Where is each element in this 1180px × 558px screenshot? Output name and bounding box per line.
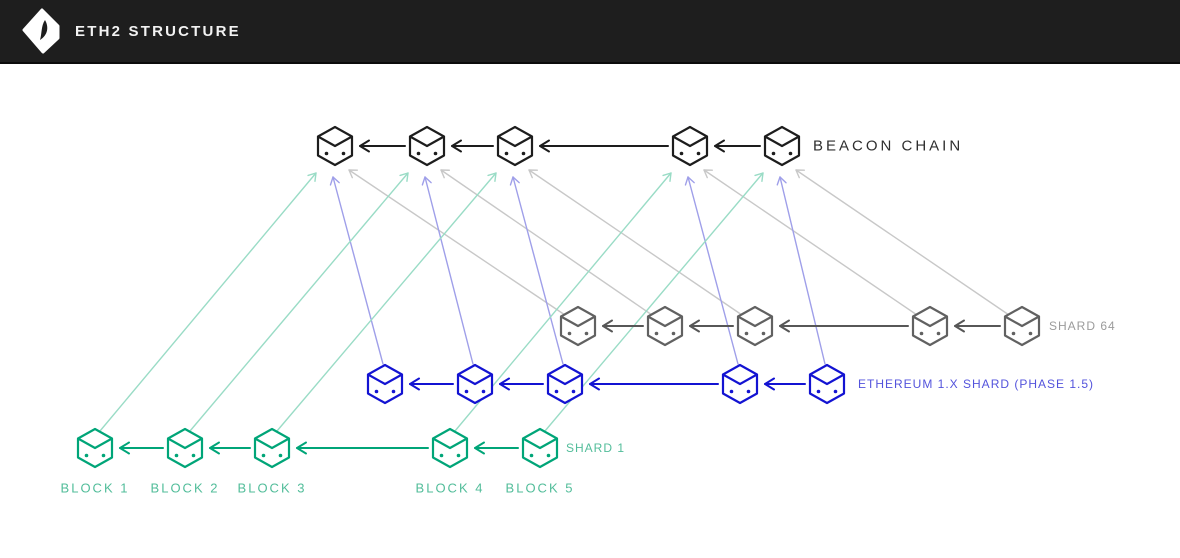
cube-dot <box>554 389 559 394</box>
cube-dot <box>816 389 821 394</box>
origami-shield-logo-icon <box>22 8 60 54</box>
ethereum-1x-shard-to-beacon-arrow <box>684 176 739 365</box>
cube-dot <box>788 151 793 156</box>
cube-dot <box>654 331 659 336</box>
shard-64-label: SHARD 64 <box>1049 319 1116 333</box>
page-title: ETH2 STRUCTURE <box>75 22 241 40</box>
cube-dot <box>571 389 576 394</box>
cube-dot <box>744 331 749 336</box>
cube-dot <box>174 453 179 458</box>
shard-1-to-beacon-arrow <box>189 172 409 432</box>
ethereum-1x-shard-to-beacon-arrow <box>421 176 474 365</box>
cube-dot <box>391 389 396 394</box>
cube-dot <box>729 389 734 394</box>
block-number-label: BLOCK 3 <box>237 480 307 496</box>
eth2-structure-diagram: BEACON CHAIN SHARD 64 ETHEREUM 1.X SHARD (… <box>0 64 1180 558</box>
cube-dot <box>521 151 526 156</box>
cube-dot <box>833 389 838 394</box>
shard-64-to-beacon-arrow <box>795 169 1010 316</box>
cube-dot <box>679 151 684 156</box>
ethereum-1x-shard-block-cube <box>546 363 584 405</box>
cube-dot <box>464 389 469 394</box>
shard-64-block-cube <box>911 305 949 347</box>
cube-dot <box>919 331 924 336</box>
beacon-chain-block-cube <box>671 125 709 167</box>
cube-dot <box>746 389 751 394</box>
cube-dot <box>191 453 196 458</box>
cube-dot <box>567 331 572 336</box>
cube-dot <box>671 331 676 336</box>
cube-dot <box>1011 331 1016 336</box>
cube-dot <box>101 453 106 458</box>
cube-dot <box>529 453 534 458</box>
ethereum-1x-shard-label: ETHEREUM 1.X SHARD (PHASE 1.5) <box>858 377 1095 391</box>
cube-dot <box>324 151 329 156</box>
shard-1-block-cube <box>431 427 469 469</box>
cube-dot <box>936 331 941 336</box>
cube-dot <box>761 331 766 336</box>
shard-64-to-beacon-arrow <box>348 169 566 316</box>
block-number-label: BLOCK 2 <box>150 480 220 496</box>
block-number-label: BLOCK 1 <box>60 480 130 496</box>
beacon-chain-label: BEACON CHAIN <box>813 137 964 155</box>
ethereum-1x-shard-block-cube <box>366 363 404 405</box>
shard-64-to-beacon-arrow <box>703 169 918 316</box>
shard-64-to-beacon-arrow <box>440 169 653 316</box>
beacon-chain-block-cube <box>408 125 446 167</box>
beacon-chain-block-cube <box>763 125 801 167</box>
shard-64-block-cube <box>646 305 684 347</box>
cube-dot <box>584 331 589 336</box>
beacon-chain-block-cube <box>316 125 354 167</box>
shard-1-block-cube <box>76 427 114 469</box>
shard-64-block-cube <box>736 305 774 347</box>
cube-dot <box>261 453 266 458</box>
cube-dot <box>504 151 509 156</box>
shard-1-block-cube <box>166 427 204 469</box>
shard-64-to-beacon-arrow <box>528 169 743 316</box>
cube-dot <box>1028 331 1033 336</box>
cube-dot <box>374 389 379 394</box>
cube-dot <box>771 151 776 156</box>
ethereum-1x-shard-to-beacon-arrow <box>509 176 564 365</box>
shard-1-to-beacon-arrow <box>276 172 497 432</box>
cube-dot <box>546 453 551 458</box>
cube-dot <box>696 151 701 156</box>
ethereum-1x-shard-block-cube <box>808 363 846 405</box>
diagram-svg <box>76 125 1041 469</box>
cube-dot <box>456 453 461 458</box>
cube-dot <box>416 151 421 156</box>
cube-dot <box>439 453 444 458</box>
cube-dot <box>481 389 486 394</box>
cube-dot <box>341 151 346 156</box>
beacon-chain-block-cube <box>496 125 534 167</box>
ethereum-1x-shard-to-beacon-arrow <box>776 176 826 365</box>
shard-1-to-beacon-arrow <box>99 172 317 432</box>
ethereum-1x-shard-block-cube <box>721 363 759 405</box>
shard-1-label: SHARD 1 <box>566 441 626 455</box>
shard-1-block-cube <box>521 427 559 469</box>
cube-dot <box>433 151 438 156</box>
cube-dot <box>278 453 283 458</box>
shard-1-block-cube <box>253 427 291 469</box>
app-header: ETH2 STRUCTURE <box>0 0 1180 64</box>
block-number-label: BLOCK 5 <box>505 480 575 496</box>
shard-64-block-cube <box>1003 305 1041 347</box>
ethereum-1x-shard-to-beacon-arrow <box>329 176 384 365</box>
cube-dot <box>84 453 89 458</box>
ethereum-1x-shard-block-cube <box>456 363 494 405</box>
block-number-label: BLOCK 4 <box>415 480 485 496</box>
shard-64-block-cube <box>559 305 597 347</box>
